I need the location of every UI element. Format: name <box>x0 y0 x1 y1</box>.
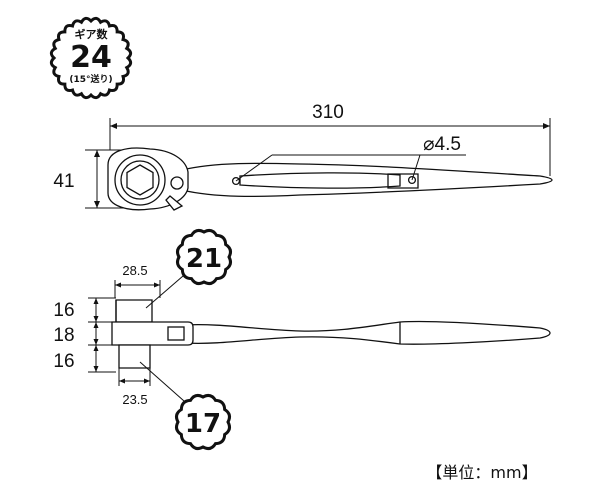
height-value: 41 <box>53 171 74 192</box>
socket-badge-21: 21 <box>176 229 232 285</box>
wrench-side-view <box>111 299 551 369</box>
gear-badge-note: (15°送り) <box>69 73 112 85</box>
gear-badge-value: 24 <box>70 40 112 75</box>
top-width-dimension <box>114 280 161 298</box>
unit-label: 【単位：mm】 <box>426 463 537 482</box>
socket-badge-17: 17 <box>175 394 231 450</box>
length-dimension <box>109 118 551 176</box>
middle-thickness-value: 18 <box>53 325 74 346</box>
bottom-width-value: 23.5 <box>122 392 147 407</box>
bottom-width-dimension <box>118 368 151 386</box>
top-width-value: 28.5 <box>122 263 147 278</box>
gear-count-badge: ギア数 24 (15°送り) <box>49 16 133 100</box>
socket-badge-21-shape <box>176 229 232 285</box>
thickness-dimensions <box>88 297 116 373</box>
lower-thickness-value: 16 <box>53 351 74 372</box>
length-value: 310 <box>312 102 344 123</box>
upper-thickness-value: 16 <box>53 300 74 321</box>
socket-size-upper: 21 <box>186 244 222 274</box>
socket-leader-lines <box>139 275 185 402</box>
socket-badge-17-shape <box>175 394 231 450</box>
socket-size-lower: 17 <box>185 409 221 439</box>
gear-badge-shape <box>49 16 133 100</box>
hole-value: ⌀4.5 <box>423 134 461 155</box>
hole-dimension <box>235 154 466 182</box>
gear-badge-label: ギア数 <box>75 27 109 41</box>
wrench-top-view <box>107 147 553 211</box>
